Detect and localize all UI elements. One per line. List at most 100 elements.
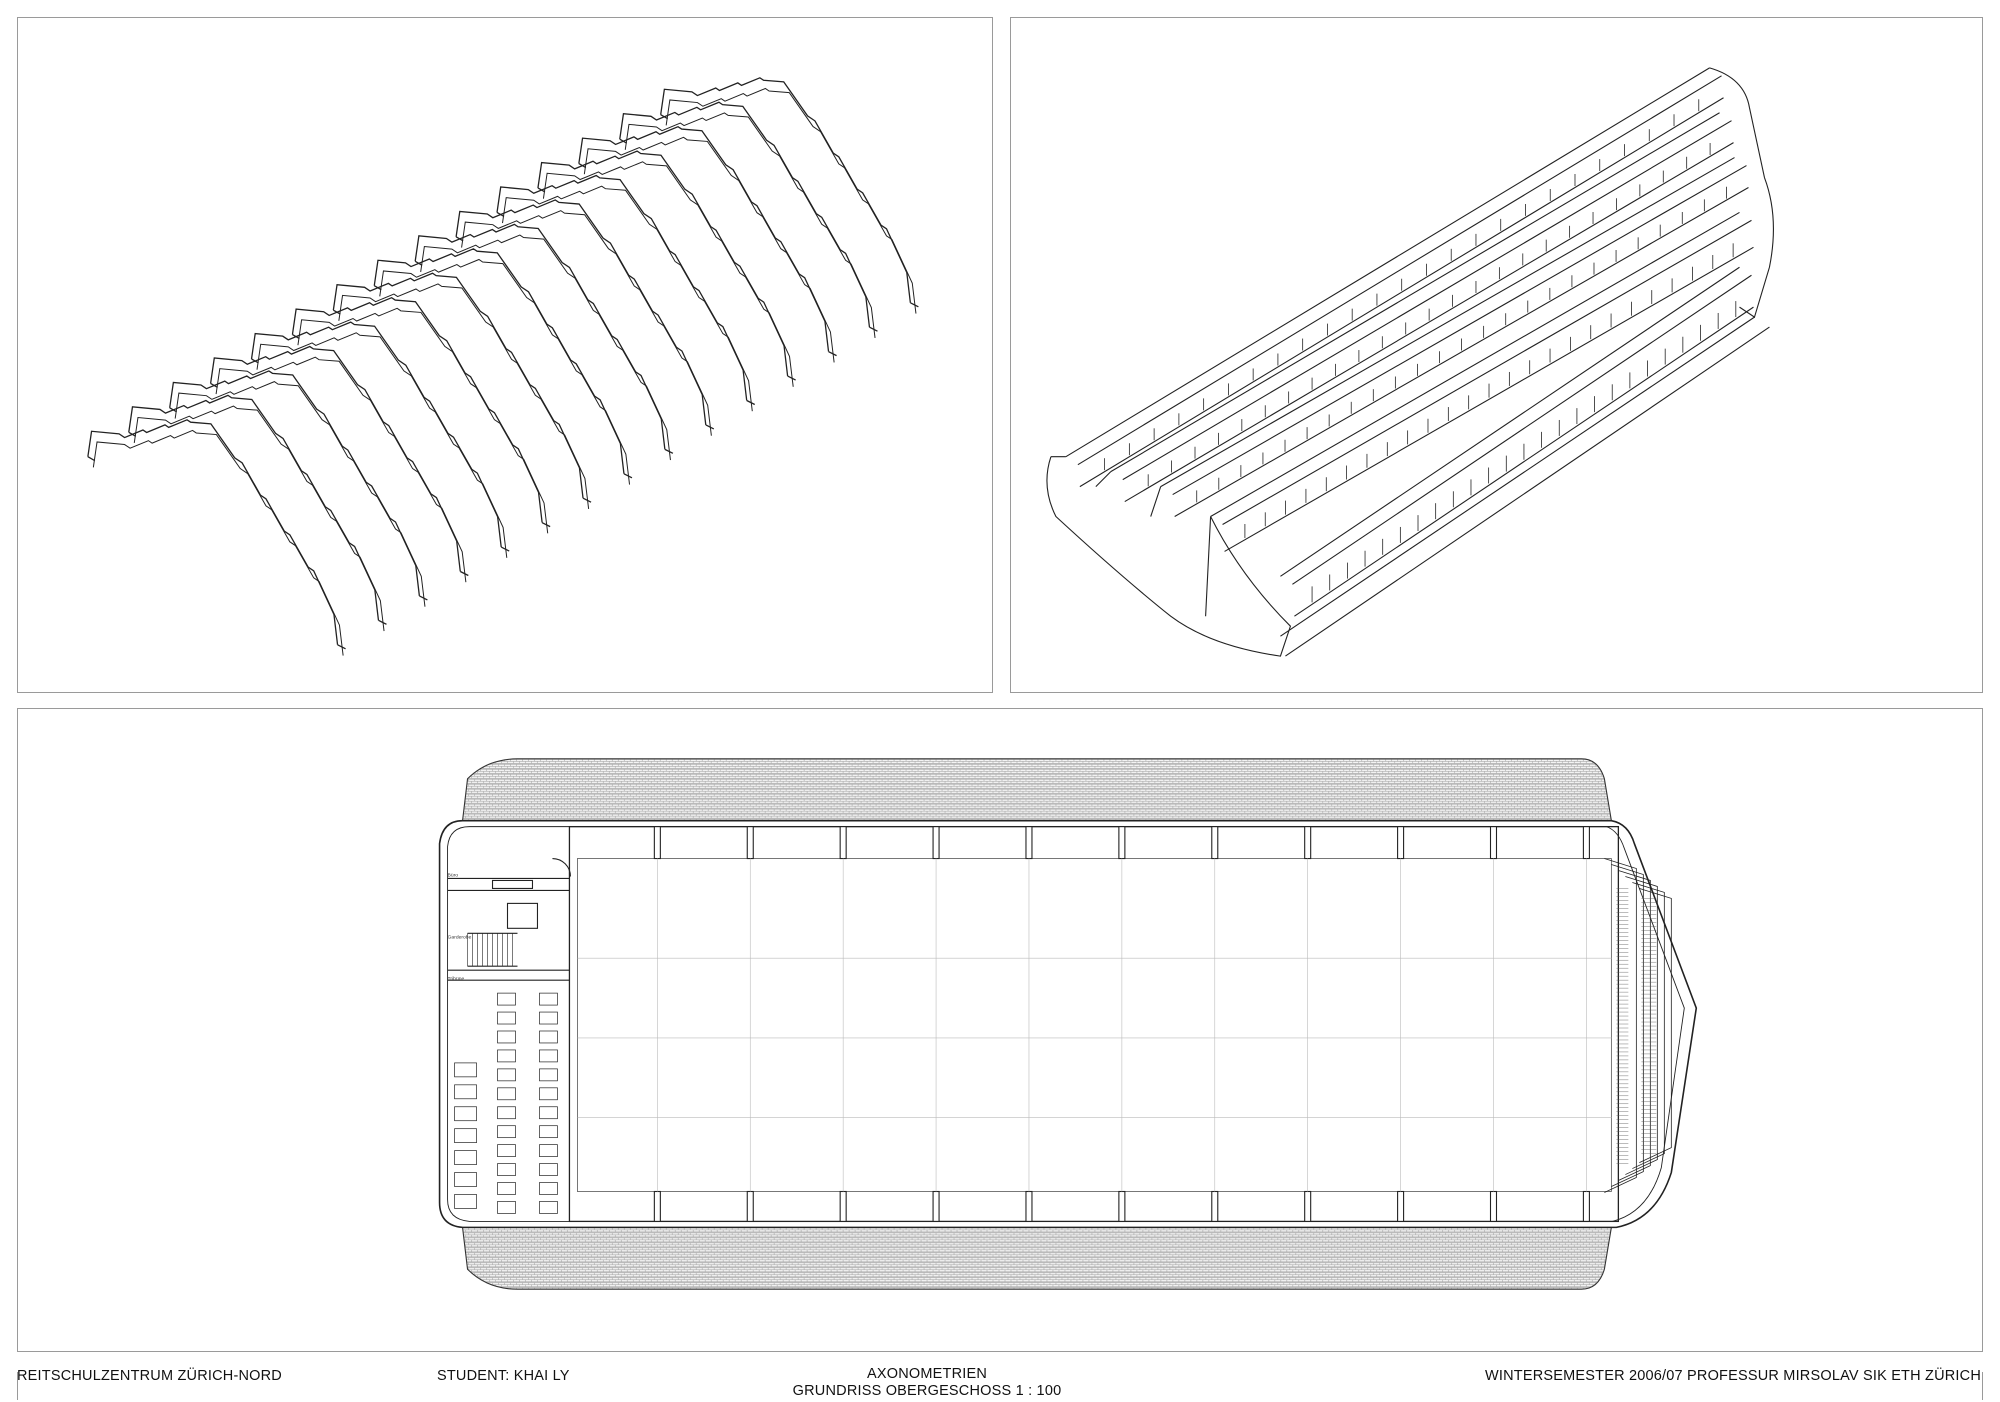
portal-frame-inner <box>420 234 671 461</box>
bench <box>454 1128 477 1143</box>
column <box>1582 1190 1590 1222</box>
tribune-step <box>1611 864 1644 1187</box>
building-volume-drawing <box>1046 67 1774 657</box>
bench <box>454 1084 477 1100</box>
base-edge <box>1280 316 1755 637</box>
portal-frame <box>496 174 748 401</box>
portal-frame <box>87 419 339 645</box>
terrace-edge <box>1210 211 1740 517</box>
column-base <box>333 309 341 315</box>
portal-frame-inner <box>502 185 753 412</box>
portal-frame <box>660 77 912 303</box>
terrace-edge <box>1294 306 1754 617</box>
portal-frame <box>619 101 871 328</box>
terrace-edge <box>1292 274 1752 585</box>
floor-plan-panel: Büro Garderobe Tribüne <box>17 708 1983 1352</box>
table <box>497 1106 516 1120</box>
column-base <box>623 473 633 479</box>
portal-frame-inner <box>297 307 549 534</box>
table <box>497 1163 516 1176</box>
student-name: STUDENT: KHAI LY <box>437 1368 570 1384</box>
bench <box>454 1062 477 1078</box>
table <box>497 992 516 1006</box>
column <box>1304 826 1312 860</box>
column <box>1025 1190 1033 1222</box>
column-base <box>869 326 878 332</box>
table <box>539 1182 558 1195</box>
table <box>497 1182 516 1195</box>
drawing-title-block: AXONOMETRIEN GRUNDRISS OBERGESCHOSS 1 : … <box>700 1366 1154 1400</box>
column <box>839 1190 847 1222</box>
column-base <box>251 358 259 364</box>
column-base <box>910 302 919 308</box>
table <box>539 1068 558 1082</box>
plan-label-office: Büro <box>448 872 459 878</box>
plan-label-cloakroom: Garderobe <box>448 934 472 940</box>
column-base <box>128 431 137 437</box>
column-base <box>582 497 592 503</box>
tribune-step <box>1604 858 1637 1193</box>
terrace-edge <box>1174 187 1749 517</box>
portal-frame <box>537 150 789 377</box>
column-base <box>373 285 382 291</box>
column-base <box>169 407 177 413</box>
portal-frame <box>373 248 625 474</box>
column <box>1118 826 1126 860</box>
terrace-edge <box>1110 112 1720 473</box>
table <box>497 1125 516 1139</box>
course-info: WINTERSEMESTER 2006/07 PROFESSUR MIRSOLA… <box>1485 1368 1981 1384</box>
column <box>1211 1190 1219 1222</box>
table <box>539 1087 558 1101</box>
table <box>497 1068 516 1082</box>
table <box>539 1163 558 1176</box>
table <box>539 1106 558 1120</box>
column-base <box>292 333 300 340</box>
bench <box>454 1150 477 1165</box>
column <box>1118 1190 1126 1222</box>
end-facade-edge <box>1050 456 1212 617</box>
column-base <box>337 644 346 650</box>
table <box>539 1144 558 1157</box>
table <box>497 1049 516 1063</box>
column <box>1025 826 1033 860</box>
tribune-step <box>1639 888 1672 1163</box>
portal-frame-inner <box>256 332 508 558</box>
column-base <box>746 399 756 406</box>
counter <box>491 879 534 889</box>
portal-frame <box>332 272 584 499</box>
terrace-edge <box>1280 266 1740 577</box>
column-base <box>500 546 510 552</box>
column-base <box>660 114 668 120</box>
portal-frame-inner <box>174 381 426 607</box>
terrace-edge <box>1222 219 1752 525</box>
column <box>746 1190 754 1222</box>
floor-plan-drawing: Büro Garderobe Tribüne <box>438 758 1698 1290</box>
column-base <box>414 260 423 266</box>
drawing-subtitle: GRUNDRISS OBERGESCHOSS 1 : 100 <box>792 1383 1062 1399</box>
column-base <box>455 236 464 242</box>
portal-frame-inner <box>461 210 712 436</box>
column-base <box>828 351 837 357</box>
table <box>539 1125 558 1139</box>
tribune-step <box>1618 870 1651 1181</box>
table <box>539 1049 558 1063</box>
column-base <box>787 375 796 381</box>
column <box>746 826 754 860</box>
drawing-title: AXONOMETRIEN <box>866 1366 988 1382</box>
table <box>497 1201 516 1214</box>
terrace-edge <box>1224 246 1754 552</box>
table <box>497 1087 516 1101</box>
portal-frame <box>578 125 830 352</box>
column <box>1489 826 1498 860</box>
bench <box>454 1194 477 1209</box>
column-base <box>619 138 628 144</box>
portal-frame-inner <box>133 405 385 632</box>
column-base <box>496 211 505 217</box>
column <box>1582 826 1590 860</box>
column-base <box>460 570 469 577</box>
title-block-tick <box>17 1372 18 1400</box>
volume-axonometry-panel <box>1010 17 1983 693</box>
portal-frame-inner <box>583 136 835 363</box>
portal-frame <box>414 223 666 450</box>
terrace-edge <box>1065 67 1710 458</box>
